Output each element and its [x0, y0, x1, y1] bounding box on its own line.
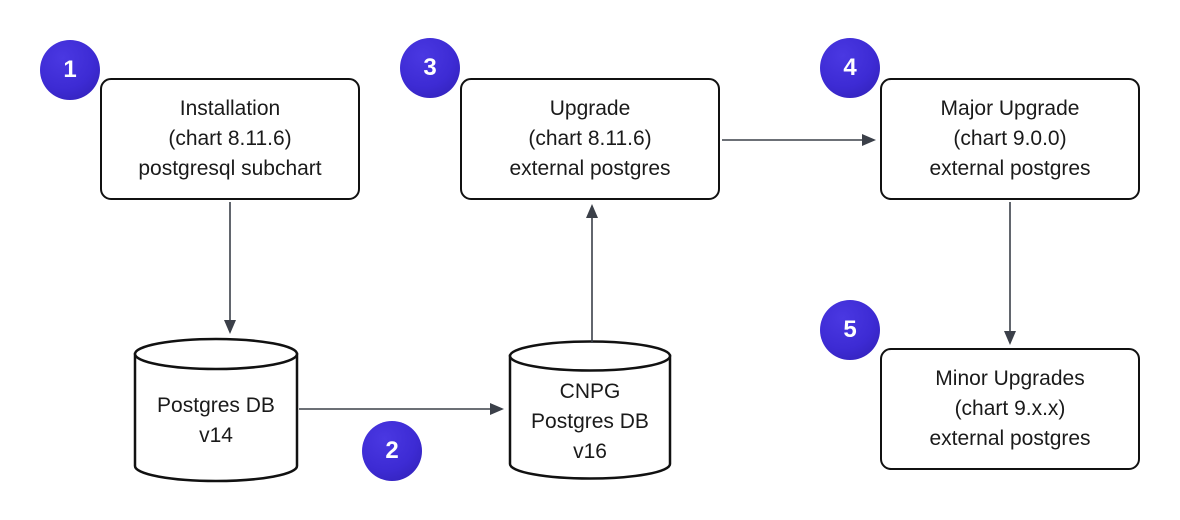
- node-major-upgrade: Major Upgrade (chart 9.0.0) external pos…: [880, 78, 1140, 200]
- db-v14-name: Postgres DB: [157, 394, 275, 417]
- db-v16-operator: CNPG: [559, 380, 621, 403]
- step-badge-3: 3: [400, 38, 460, 98]
- db-v14-version: v14: [199, 424, 233, 447]
- cylinder-top-rim: [508, 340, 672, 372]
- cylinder-top-rim: [133, 337, 299, 371]
- label-cnpg-postgres-db-v16: CNPG Postgres DB v16: [508, 372, 672, 472]
- node-upgrade-subtitle: external postgres: [509, 157, 671, 180]
- database-cylinder-cnpg-v16: [508, 340, 672, 480]
- node-installation: Installation (chart 8.11.6) postgresql s…: [100, 78, 360, 200]
- step-badge-5: 5: [820, 300, 880, 360]
- node-minor-upgrades-version: (chart 9.x.x): [954, 397, 1066, 420]
- label-postgres-db-v14: Postgres DB v14: [133, 368, 299, 474]
- node-installation-title: Installation: [179, 97, 281, 120]
- node-minor-upgrades-title: Minor Upgrades: [935, 367, 1085, 390]
- node-upgrade-version: (chart 8.11.6): [528, 127, 652, 150]
- step-badge-2: 2: [362, 421, 422, 481]
- db-v16-name: Postgres DB: [531, 410, 649, 433]
- step-badge-5-label: 5: [843, 316, 857, 343]
- step-badge-3-label: 3: [423, 54, 437, 81]
- node-installation-version: (chart 8.11.6): [168, 127, 292, 150]
- node-major-upgrade-title: Major Upgrade: [940, 97, 1080, 120]
- node-major-upgrade-version: (chart 9.0.0): [953, 127, 1067, 150]
- node-upgrade: Upgrade (chart 8.11.6) external postgres: [460, 78, 720, 200]
- step-badge-4: 4: [820, 38, 880, 98]
- node-upgrade-title: Upgrade: [549, 97, 631, 120]
- node-minor-upgrades: Minor Upgrades (chart 9.x.x) external po…: [880, 348, 1140, 470]
- step-badge-1-label: 1: [63, 56, 77, 83]
- step-badge-4-label: 4: [843, 54, 857, 81]
- cylinder-body: [133, 352, 299, 483]
- step-badge-2-label: 2: [385, 437, 399, 464]
- node-major-upgrade-subtitle: external postgres: [929, 157, 1091, 180]
- cylinder-body: [508, 354, 672, 480]
- db-v16-version: v16: [573, 440, 607, 463]
- step-badge-1: 1: [40, 40, 100, 100]
- database-cylinder-postgres-v14: [133, 337, 299, 483]
- node-installation-subtitle: postgresql subchart: [138, 157, 322, 180]
- node-minor-upgrades-subtitle: external postgres: [929, 427, 1091, 450]
